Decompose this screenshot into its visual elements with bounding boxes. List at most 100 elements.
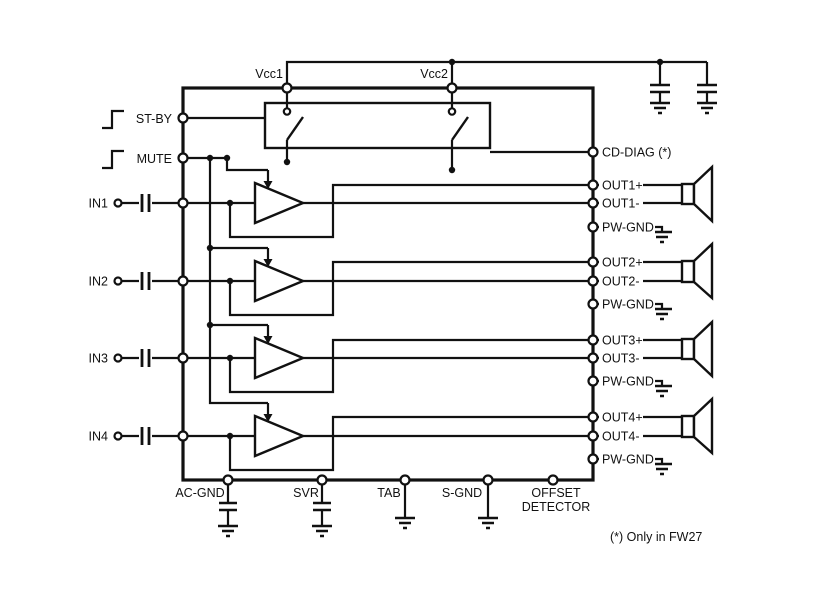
speaker-cone — [692, 164, 714, 224]
pin-label-in2: IN2 — [89, 275, 109, 289]
input-terminal — [113, 198, 123, 208]
wire — [208, 158, 268, 405]
capacitor-plates — [650, 83, 670, 94]
label-backing — [599, 429, 643, 443]
capacitor-icon — [219, 501, 237, 512]
speaker-driver — [680, 337, 696, 361]
ground-bars — [652, 384, 672, 398]
speaker-driver — [680, 182, 696, 206]
switch-contact — [282, 107, 292, 116]
pin-label-out2n: OUT2- — [602, 275, 640, 289]
step-signal-icon — [102, 149, 124, 170]
pin-pwgnd1 — [587, 221, 599, 233]
pin-vcc1 — [281, 82, 293, 94]
pin-mute — [177, 152, 189, 164]
pin-label-vcc1: Vcc1 — [255, 67, 283, 81]
label-backing — [599, 255, 643, 269]
pin-label-stby: ST-BY — [136, 112, 173, 126]
ground-bars — [650, 101, 670, 115]
label-backing — [599, 196, 643, 210]
capacitor-icon — [140, 272, 151, 290]
pin-in3 — [177, 352, 189, 364]
speaker-icon — [680, 241, 714, 301]
switch-blade — [451, 116, 469, 141]
capacitor-icon — [650, 62, 670, 103]
capacitor-icon — [313, 501, 331, 512]
speaker-driver — [680, 259, 696, 284]
capacitor-plates — [697, 83, 717, 94]
junction-dot — [226, 277, 234, 285]
pin-out1p — [587, 179, 599, 191]
footnote: (*) Only in FW27 — [610, 530, 702, 544]
opamp-triangle-icon — [253, 414, 307, 458]
ground-icon — [652, 462, 672, 476]
label-backing — [599, 410, 643, 424]
pin-label-pwgnd3: PW-GND — [602, 375, 654, 389]
pin-label-out3p: OUT3+ — [602, 334, 643, 348]
switch-blade — [286, 116, 304, 141]
pin-label-in1: IN1 — [89, 197, 109, 211]
pin-label-detector: DETECTOR — [522, 500, 591, 514]
pin-label-pwgnd1: PW-GND — [602, 221, 654, 235]
wire — [285, 60, 707, 84]
junction-dot — [226, 432, 234, 440]
pin-out1n — [587, 197, 599, 209]
pin-label-in3: IN3 — [89, 352, 109, 366]
opamp-triangle-icon — [253, 336, 307, 380]
ground-icon — [218, 524, 238, 538]
pin-label-pwgnd2: PW-GND — [602, 298, 654, 312]
pin-label-pwgnd4: PW-GND — [602, 453, 654, 467]
pin-ac-gnd — [222, 474, 234, 486]
label-backing — [599, 178, 643, 192]
junction-dot — [226, 199, 234, 207]
ground-icon — [652, 307, 672, 321]
pin-label-in4: IN4 — [89, 430, 109, 444]
pin-in2 — [177, 275, 189, 287]
pin-label-s-gnd: S-GND — [442, 486, 482, 500]
opamp-triangle-icon — [253, 259, 307, 303]
junction-dot — [223, 154, 231, 162]
ground-icon — [312, 524, 332, 538]
speaker-icon — [680, 319, 714, 379]
pin-pwgnd3 — [587, 375, 599, 387]
ac-gnd-network — [218, 484, 238, 538]
junction-dot — [283, 158, 291, 166]
top-pins: Vcc1 Vcc2 — [255, 67, 458, 94]
ground-bars — [652, 230, 672, 244]
pin-out3p — [587, 334, 599, 346]
input-terminal — [113, 431, 123, 441]
pin-label-ac-gnd: AC-GND — [175, 486, 224, 500]
ground-icon — [652, 384, 672, 398]
pin-pwgnd2 — [587, 298, 599, 310]
tab-network — [395, 484, 415, 530]
label-backing — [599, 374, 655, 388]
ground-bars — [652, 307, 672, 321]
pin-label-mute: MUTE — [137, 152, 172, 166]
standby-input — [102, 109, 265, 130]
pin-stby — [177, 112, 189, 124]
label-backing — [599, 145, 681, 159]
pin-pwgnd4 — [587, 453, 599, 465]
amp-channel-3 — [113, 319, 714, 398]
pin-out4p — [587, 411, 599, 423]
pin-svr — [316, 474, 328, 486]
pin-tab — [399, 474, 411, 486]
pin-label-out1n: OUT1- — [602, 197, 640, 211]
label-backing — [599, 220, 655, 234]
pin-label-out4n: OUT4- — [602, 430, 640, 444]
s-gnd-network — [478, 484, 498, 530]
supply-rail — [285, 58, 717, 115]
pin-s-gnd — [482, 474, 494, 486]
ground-icon — [478, 516, 498, 530]
pin-out2p — [587, 256, 599, 268]
supply-switch-block — [263, 92, 492, 174]
opamp-triangle-icon — [253, 181, 307, 225]
mute-bus — [206, 154, 273, 422]
speaker-icon — [680, 164, 714, 224]
mute-arrow-icon — [263, 259, 273, 267]
label-backing — [599, 274, 643, 288]
input-terminal — [113, 276, 123, 286]
pin-out3n — [587, 352, 599, 364]
label-backing — [599, 452, 655, 466]
